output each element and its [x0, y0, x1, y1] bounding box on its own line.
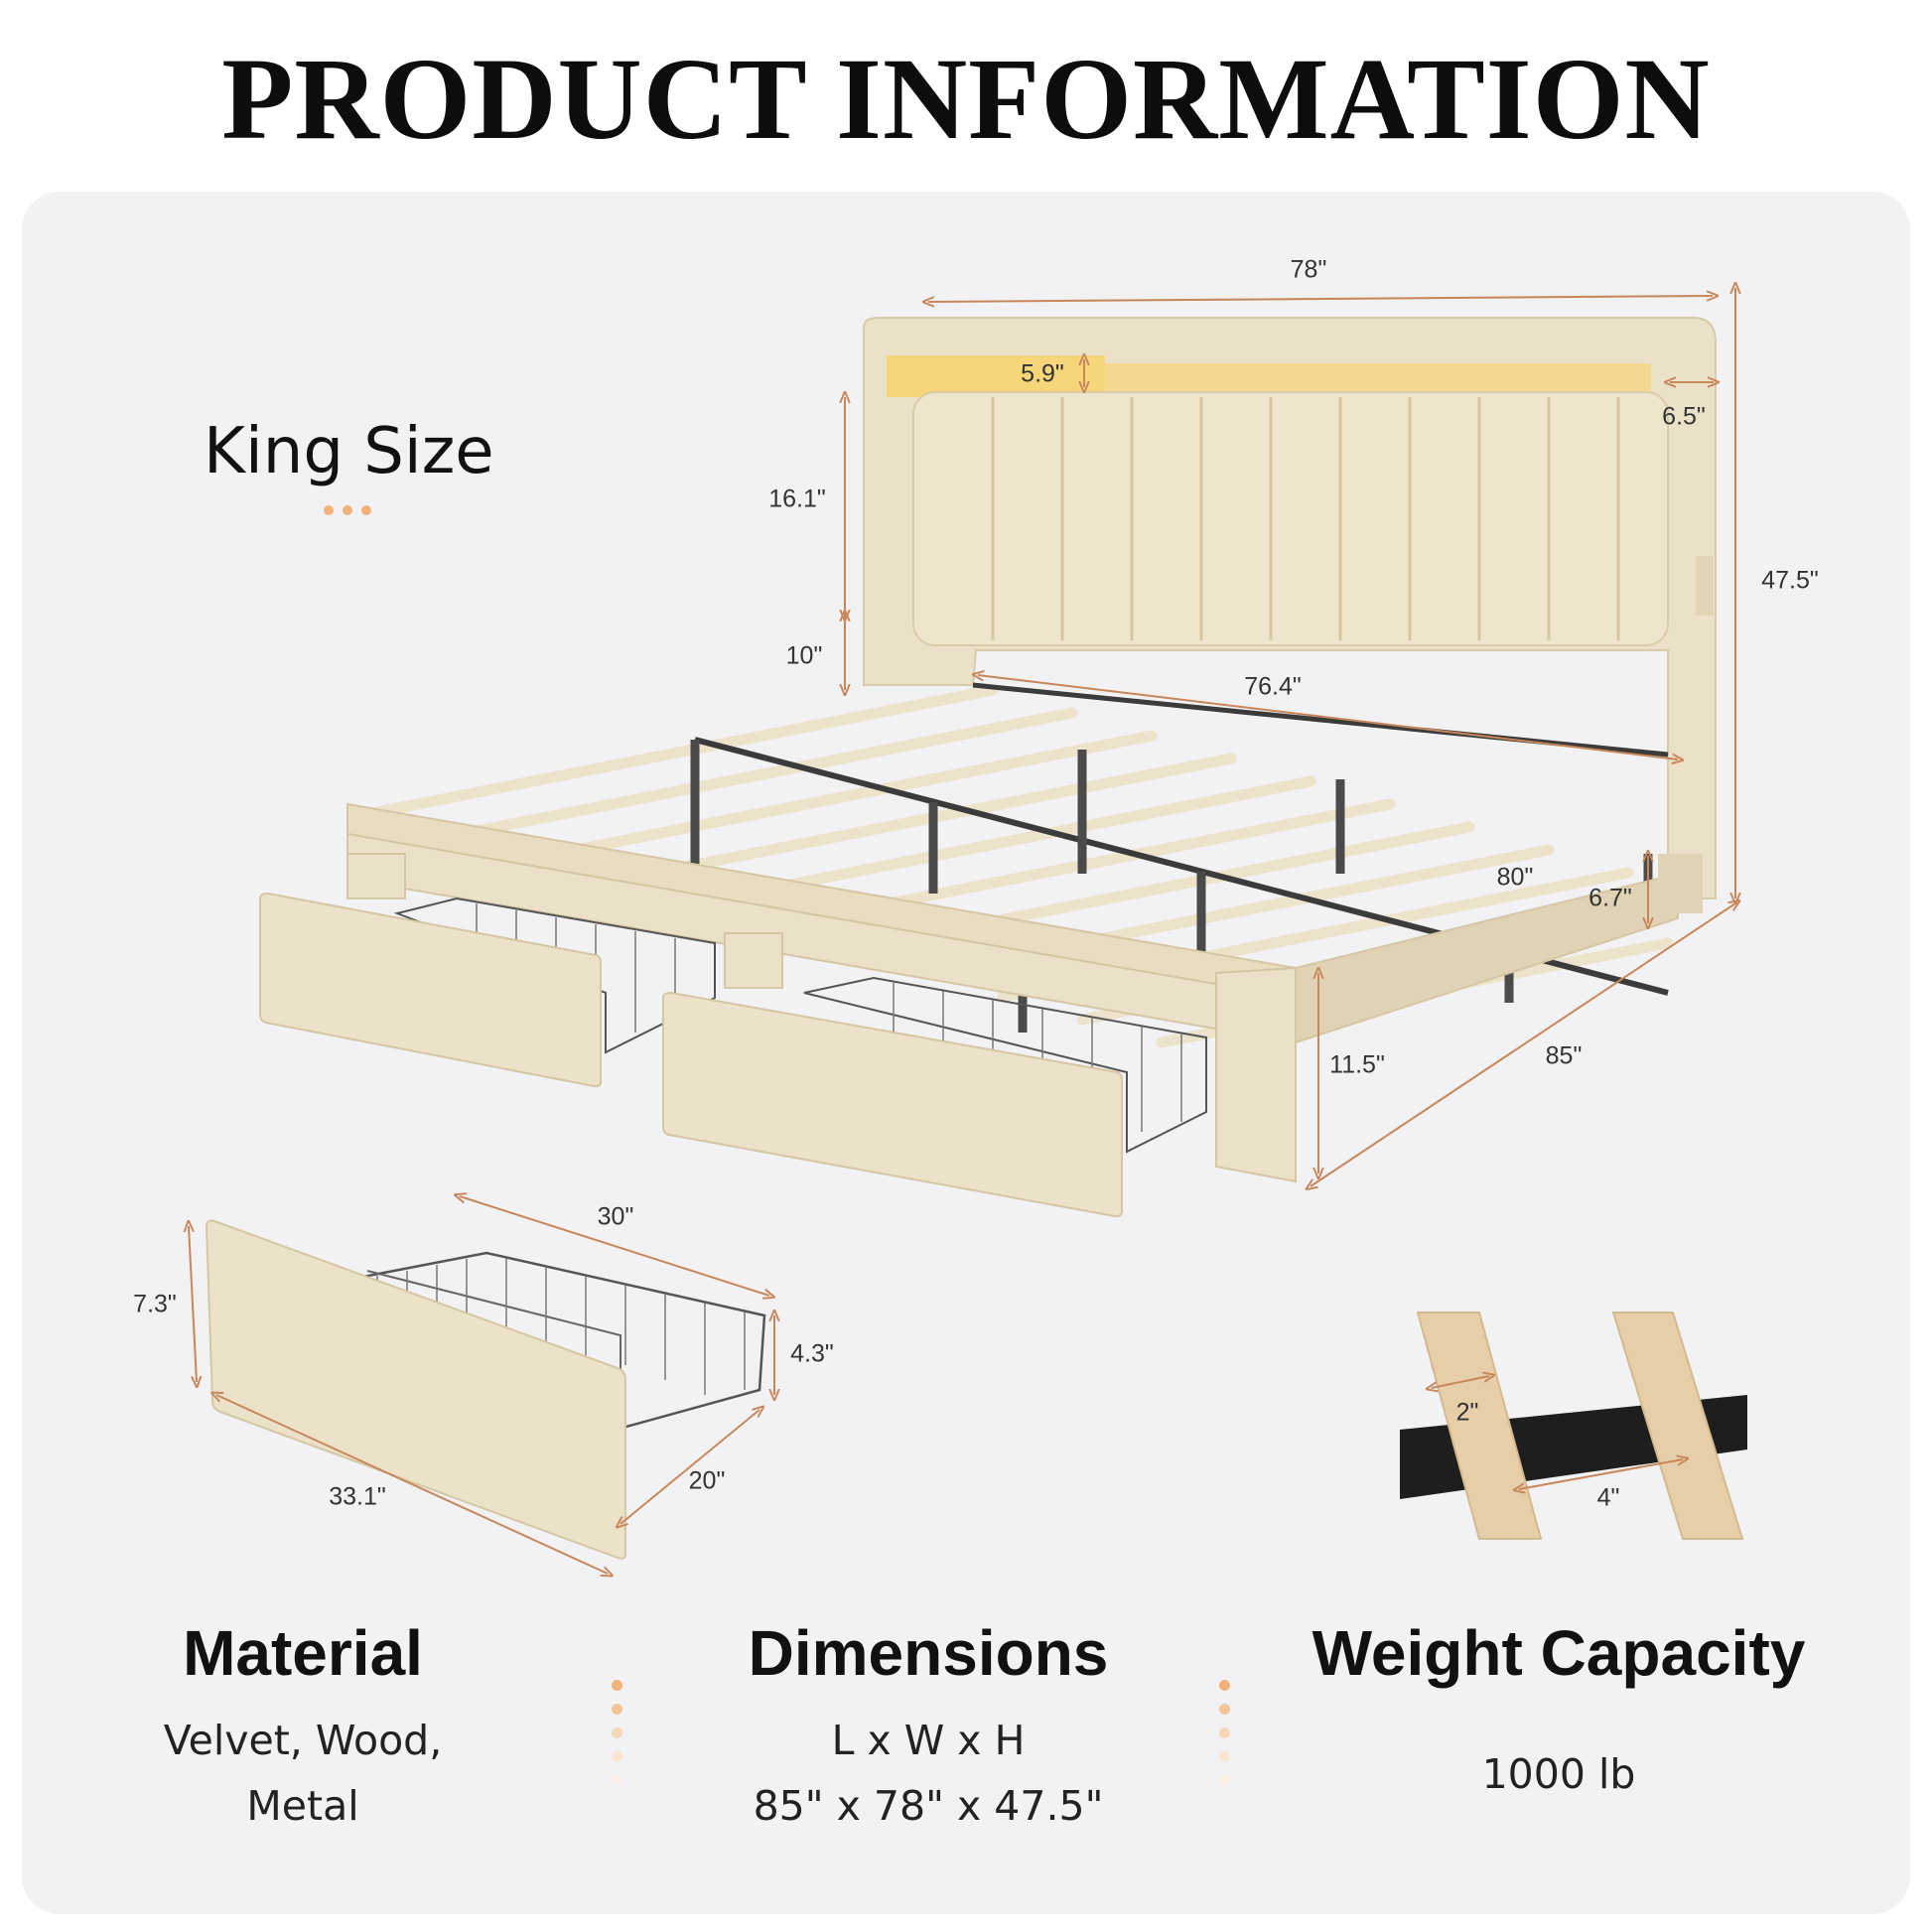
feature-material: Material Velvet, Wood, Metal	[129, 1616, 477, 1839]
dim-slat-width: 2"	[1455, 1398, 1479, 1427]
divider-dots-1	[612, 1680, 623, 1799]
feature-dimensions: Dimensions L x W x H 85" x 78" x 47.5"	[715, 1616, 1142, 1839]
dimension-lines	[189, 288, 1735, 1574]
wood-slat-left	[1416, 1311, 1543, 1540]
side-pocket	[1696, 556, 1714, 616]
page-title: PRODUCT INFORMATION	[221, 34, 1711, 164]
dim-inner-width: 76.4"	[1244, 672, 1302, 701]
feature-weight-line1: 1000 lb	[1481, 1750, 1636, 1798]
dim-front-width: 33.1"	[329, 1482, 386, 1511]
dim-wing-depth: 6.5"	[1662, 402, 1706, 431]
dim-shelf-depth: 5.9"	[1021, 359, 1064, 388]
decorative-dots	[324, 502, 380, 520]
shelf-light-left	[887, 355, 1105, 397]
feature-weight-title: Weight Capacity	[1311, 1617, 1806, 1689]
headboard-panel	[912, 391, 1669, 646]
size-label: King Size	[204, 415, 494, 488]
feature-material-line1: Velvet, Wood,	[163, 1717, 443, 1764]
dim-overall-height: 47.5"	[1761, 566, 1819, 595]
dim-leg-height: 11.5"	[1329, 1050, 1385, 1079]
feature-material-title: Material	[183, 1617, 423, 1689]
dim-clearance: 6.7"	[1588, 884, 1632, 912]
dim-panel-to-frame: 10"	[785, 641, 823, 670]
dim-overall-length: 85"	[1545, 1041, 1583, 1070]
dim-inner-length: 80"	[1496, 863, 1534, 892]
drawer-front	[205, 1219, 626, 1560]
drawer-detail	[205, 1219, 766, 1560]
dim-basket-height: 4.3"	[790, 1339, 834, 1368]
headboard	[863, 317, 1717, 899]
feature-dimensions-line2: 85" x 78" x 47.5"	[753, 1782, 1104, 1830]
dim-front-height: 7.3"	[133, 1290, 177, 1318]
divider-dots-2	[1219, 1680, 1231, 1799]
dim-overall-width: 78"	[1290, 255, 1327, 284]
dim-basket-length: 30"	[597, 1202, 634, 1231]
dim-headboard-panel: 16.1"	[768, 484, 826, 513]
slats-detail	[1400, 1311, 1747, 1540]
feature-dimensions-line1: L x W x H	[831, 1717, 1026, 1764]
dim-slat-gap: 4"	[1596, 1483, 1620, 1512]
bed-drawers	[259, 892, 1207, 1218]
feature-dimensions-title: Dimensions	[748, 1617, 1109, 1689]
dim-basket-depth: 20"	[688, 1466, 726, 1495]
feature-weight-capacity: Weight Capacity 1000 lb	[1291, 1616, 1827, 1807]
feature-material-line2: Metal	[246, 1782, 359, 1830]
drawer-front-right	[662, 991, 1123, 1218]
drawer-front-left	[259, 892, 602, 1088]
